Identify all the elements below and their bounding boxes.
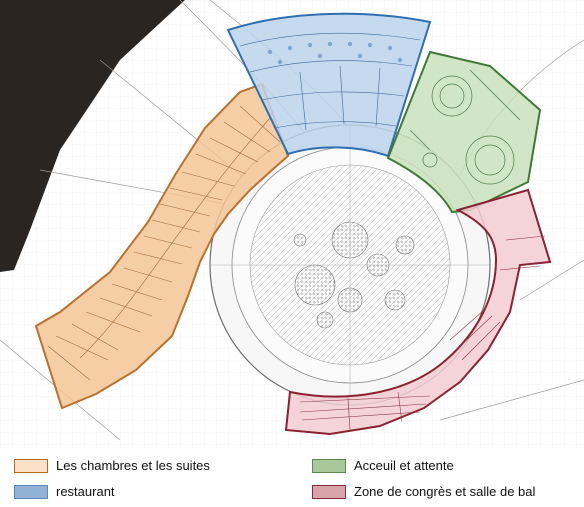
restaurant-tables <box>267 41 403 65</box>
legend-item-rooms: Les chambres et les suites <box>14 458 210 473</box>
legend-swatch-restaurant <box>14 484 48 499</box>
restaurant-details <box>239 32 421 131</box>
legend: Les chambres et les suites restaurant Ac… <box>0 448 584 507</box>
zone-reception-and-waiting <box>386 50 542 214</box>
legend-item-restaurant: restaurant <box>14 484 115 499</box>
legend-swatch-reception <box>312 458 346 473</box>
reception-details <box>409 69 521 185</box>
central-rotunda <box>209 124 491 406</box>
legend-label-rooms: Les chambres et les suites <box>56 458 210 473</box>
rooms-partition-lines <box>47 105 281 381</box>
legend-swatch-rooms <box>14 458 48 473</box>
zone-restaurant <box>226 12 432 158</box>
congress-seating <box>299 235 546 431</box>
legend-label-restaurant: restaurant <box>56 484 115 499</box>
zone-rooms-and-suites <box>34 82 290 410</box>
legend-label-congress: Zone de congrès et salle de bal <box>354 484 536 499</box>
zone-congress-and-ballroom <box>284 188 552 436</box>
legend-swatch-congress <box>312 484 346 499</box>
legend-item-reception: Acceuil et attente <box>312 458 454 473</box>
legend-label-reception: Acceuil et attente <box>354 458 454 473</box>
photo-background <box>0 0 185 272</box>
legend-item-congress: Zone de congrès et salle de bal <box>312 484 535 499</box>
